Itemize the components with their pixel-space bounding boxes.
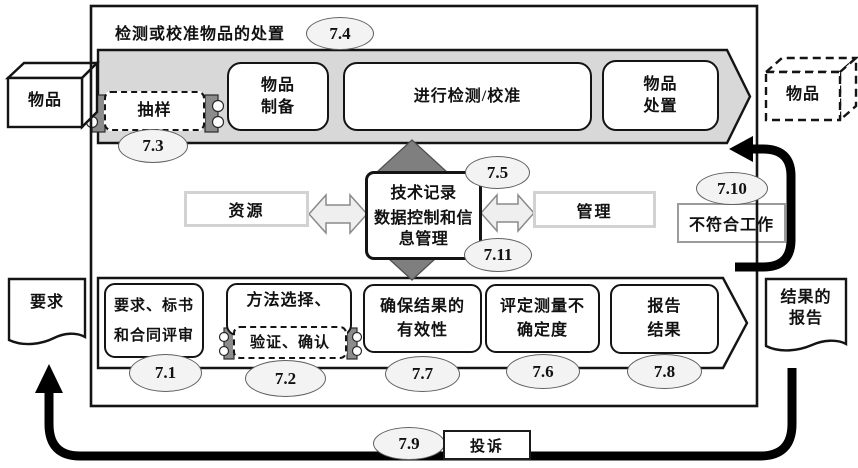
- sampling-clamp-right-icon: [204, 94, 225, 133]
- management-link-double-arrow-icon: [479, 193, 536, 233]
- resources-link-double-arrow-icon: [307, 193, 369, 235]
- oval-7-2: 7.2: [245, 360, 326, 397]
- oval-7-8: 7.8: [627, 354, 702, 389]
- oval-7-1: 7.1: [129, 354, 202, 392]
- oval-7-11: 7.11: [464, 238, 532, 272]
- verification-clamp-right-icon: [346, 327, 363, 360]
- resources-box: 资源: [184, 191, 309, 227]
- technical-records-box: 技术记录 数据控制和信 息管理: [365, 171, 482, 260]
- item-out-label: 物品: [785, 86, 820, 103]
- oval-7-6: 7.6: [506, 354, 580, 389]
- management-box: 管理: [533, 191, 656, 228]
- measurement-uncertainty-box: 评定测量不 确定度: [485, 284, 600, 353]
- verification-box: 验证、确认: [233, 326, 347, 359]
- results-report-label: 结果的 报告: [780, 289, 832, 327]
- contract-review-box: 要求、标书 和合同评审: [104, 283, 204, 358]
- oval-7-9: 7.9: [373, 427, 445, 460]
- sampling-clamp-left-icon: [85, 94, 106, 133]
- oval-7-7: 7.7: [385, 356, 460, 392]
- perform-test-box: 进行检测/校准: [343, 62, 592, 131]
- oval-7-5: 7.5: [465, 156, 530, 189]
- result-validity-box: 确保结果的 有效性: [363, 284, 482, 353]
- top-band-title: 检测或校准物品的处置: [115, 26, 286, 43]
- sampling-box: 抽样: [104, 91, 205, 131]
- oval-7-3: 7.3: [118, 129, 188, 163]
- item-preparation-box: 物品 制备: [227, 62, 329, 131]
- nonconforming-work-box: 不符合工作: [677, 203, 786, 243]
- item-in-label: 物品: [27, 92, 62, 109]
- request-label: 要求: [29, 294, 64, 311]
- oval-7-10: 7.10: [696, 172, 768, 205]
- item-disposal-box: 物品 处置: [602, 60, 719, 131]
- reporting-results-box: 报告 结果: [610, 284, 719, 354]
- complaint-box: 投诉: [443, 430, 531, 460]
- data-control-text: 数据控制和信 息管理: [373, 210, 473, 248]
- oval-7-4: 7.4: [306, 17, 374, 50]
- technical-records-text: 技术记录: [390, 185, 457, 202]
